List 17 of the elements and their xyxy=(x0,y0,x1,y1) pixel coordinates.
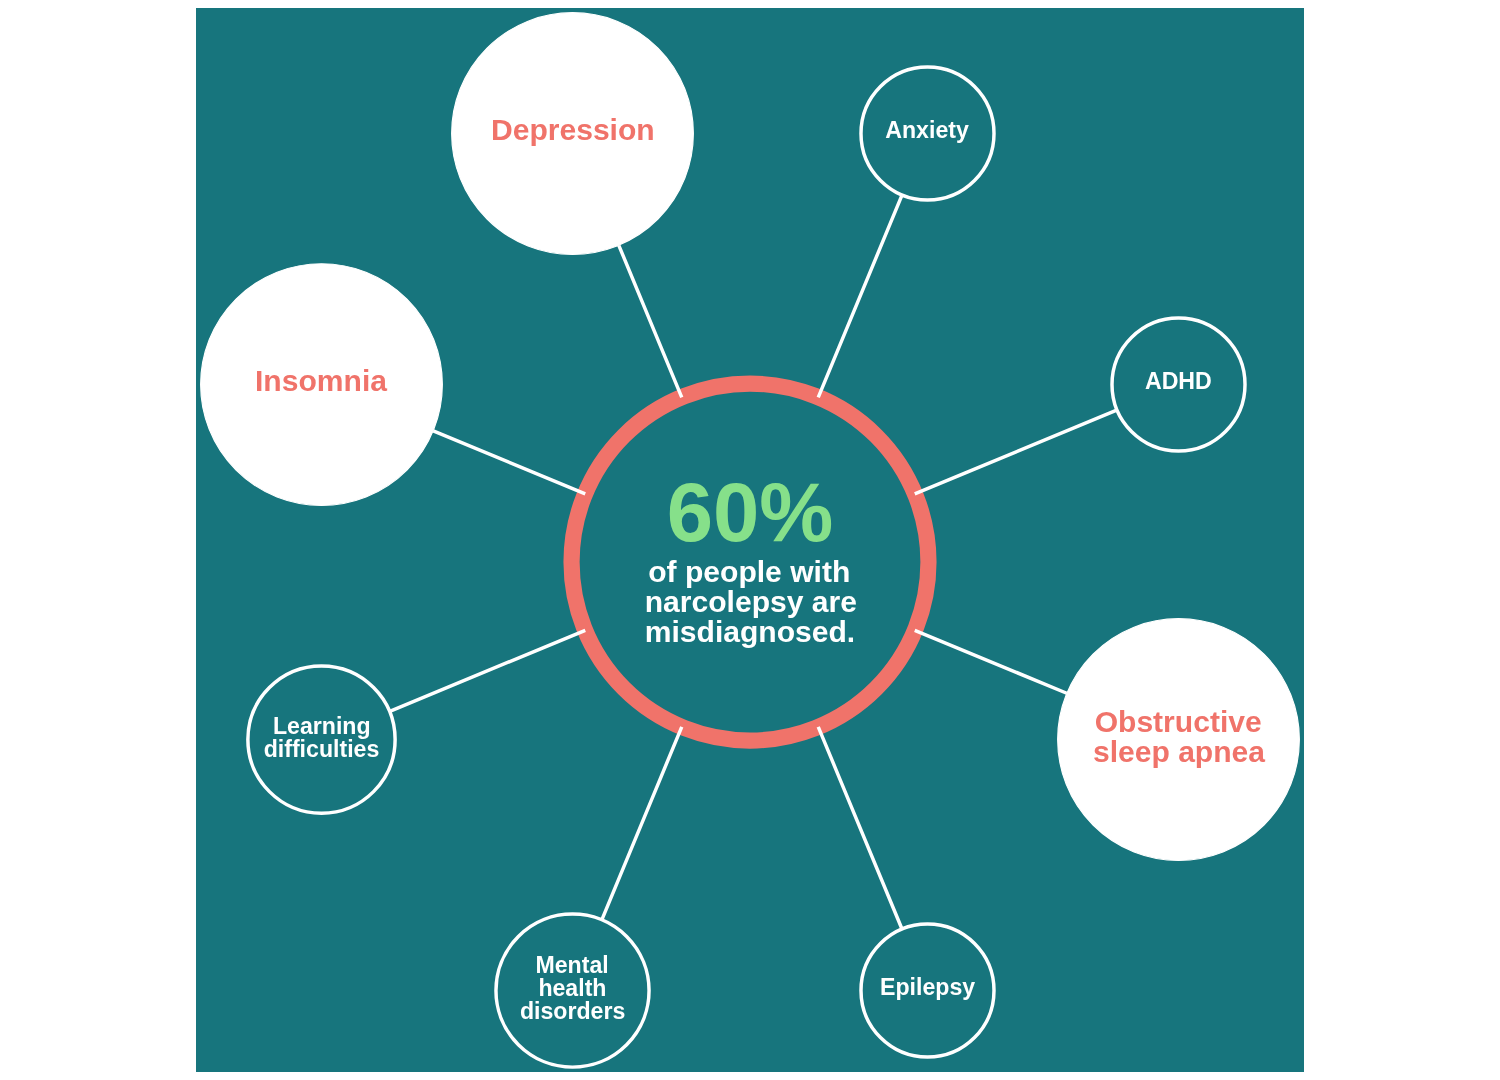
node-circle: Epilepsy xyxy=(859,922,996,1059)
node-circle: Anxiety xyxy=(859,65,996,202)
connector xyxy=(816,726,904,930)
node-circle: Mental health disorders xyxy=(494,912,651,1069)
node-circle: ADHD xyxy=(1110,316,1247,453)
connector xyxy=(914,628,1068,695)
node-circle: 60% of people with narcolepsy are misdiagnosed. xyxy=(563,375,937,749)
node-circle: Insomnia xyxy=(200,263,443,506)
connector xyxy=(389,628,586,713)
connector xyxy=(600,726,684,921)
connector xyxy=(432,429,586,496)
node-circle: Learning difficulties xyxy=(246,664,397,815)
connector xyxy=(816,194,904,398)
connector xyxy=(914,408,1118,496)
connector xyxy=(617,244,684,398)
node-circle: Obstructive sleep apnea xyxy=(1057,618,1300,861)
node-circle: Depression xyxy=(451,12,694,255)
